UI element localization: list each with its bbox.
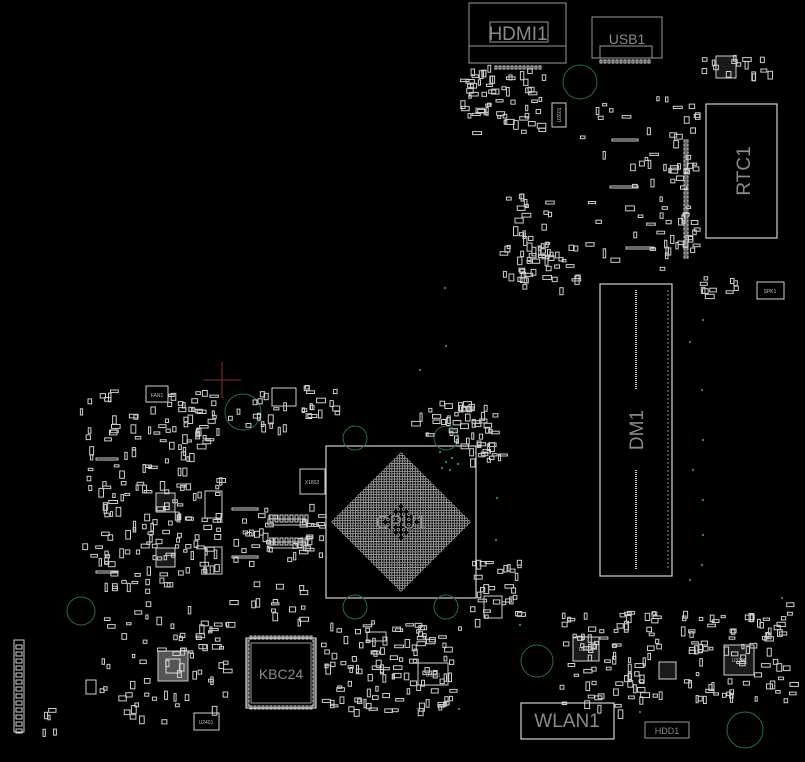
cpu-bga-pattern <box>331 452 471 592</box>
u2401-label: U2401 <box>199 720 214 726</box>
rtc-label: RTC1 <box>734 146 755 195</box>
kbc-chip[interactable]: KBC24 <box>245 637 317 709</box>
cpu-label: CPU1 <box>376 513 427 534</box>
hdd-connector[interactable]: HDD1 <box>644 721 690 739</box>
scattered-test-points <box>416 286 784 714</box>
crystal-x1802[interactable]: X1802 <box>299 468 326 495</box>
usb-label: USB1 <box>609 31 646 47</box>
fan-label: FAN1 <box>151 393 164 399</box>
wlan-slot[interactable]: WLAN1 <box>520 702 615 740</box>
kbc-label: KBC24 <box>259 666 304 682</box>
u2601-label: U2601 <box>557 107 563 122</box>
hdmi-connector[interactable]: HDMI1 <box>468 2 567 64</box>
mounting-holes <box>66 64 764 749</box>
left-edge-connector[interactable] <box>13 639 25 734</box>
ic-u2401[interactable]: U2401 <box>193 712 220 731</box>
speaker-connector[interactable]: SPK1 <box>756 281 785 300</box>
spk-label: SPK1 <box>764 289 777 295</box>
hdd-label: HDD1 <box>655 726 680 736</box>
cpu-package[interactable]: CPU1 <box>325 445 477 599</box>
usb-connector[interactable]: USB1 <box>591 16 663 59</box>
rtc-battery[interactable]: RTC1 <box>705 103 778 239</box>
x1802-label: X1802 <box>305 480 320 486</box>
dimm-slot[interactable]: DM1 <box>599 283 673 577</box>
ic-u2601[interactable]: U2601 <box>551 102 567 128</box>
dm-label: DM1 <box>627 410 648 450</box>
crosshair-fiducial <box>203 362 241 398</box>
fan-connector[interactable]: FAN1 <box>145 385 169 403</box>
scattered-passive-pads <box>42 54 799 737</box>
wlan-label: WLAN1 <box>534 711 599 732</box>
hdmi-label: HDMI1 <box>488 24 547 45</box>
